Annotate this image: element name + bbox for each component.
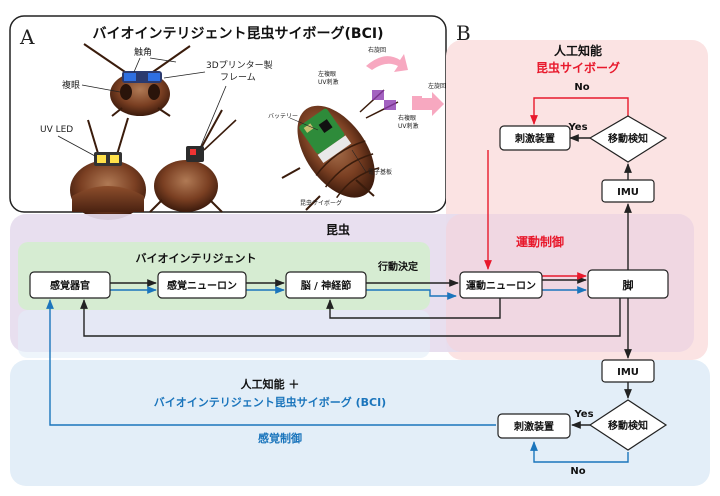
node-stimulator-bottom-label: 刺激装置 xyxy=(513,420,554,433)
label-antenna: 触角 xyxy=(134,46,152,58)
panel-a-letter: A xyxy=(19,25,35,49)
sensory-control-label: 感覚制御 xyxy=(258,431,302,445)
connectors xyxy=(46,97,632,463)
node-brain: 脳 / 神経節 xyxy=(285,271,367,299)
turn-right-arrow xyxy=(366,54,408,72)
yes-bottom-label: Yes xyxy=(573,409,593,420)
label-right-eye-uv-2: UV刺激 xyxy=(398,122,419,130)
ai-bottom-label-1: 人工知能 ＋ xyxy=(241,377,300,391)
node-stimulator-top: 刺激装置 xyxy=(499,125,571,151)
label-cyborg: 昆虫サイボーグ xyxy=(300,199,342,207)
ai-bottom-label-2: バイオインテリジェント昆虫サイボーグ (BCI) xyxy=(154,395,386,409)
node-motion-detect-bottom-label: 移動検知 xyxy=(608,419,648,432)
node-imu-bottom: IMU xyxy=(601,359,655,383)
panel-a: A バイオインテリジェント昆虫サイボーグ(BCI) 触角 複眼 3Dプリンター製… xyxy=(9,15,447,220)
node-sensory-organ: 感覚器官 xyxy=(29,271,111,299)
node-sensory-organ-label: 感覚器官 xyxy=(50,279,90,292)
label-compound-eye: 複眼 xyxy=(62,79,80,91)
label-left-eye-uv-1: 左複眼 xyxy=(318,70,336,78)
node-leg: 脚 xyxy=(587,269,669,299)
label-uv-led: UV LED xyxy=(40,125,73,135)
turn-left-arrow xyxy=(412,92,444,116)
node-motion-detect-top-label: 移動検知 xyxy=(608,132,648,145)
node-imu-bottom-label: IMU xyxy=(617,367,639,378)
node-brain-label: 脳 / 神経節 xyxy=(301,279,352,292)
node-stimulator-top-label: 刺激装置 xyxy=(514,132,555,145)
label-turn-right: 右旋回 xyxy=(368,46,386,54)
node-imu-top-label: IMU xyxy=(617,187,639,198)
label-left-eye-uv-2: UV刺激 xyxy=(318,78,339,86)
cockroach-cyborg-illustration xyxy=(281,89,399,211)
cockroach-side-illustration xyxy=(149,109,237,213)
insect-label: 昆虫 xyxy=(326,222,350,237)
label-battery: バッテリー xyxy=(268,113,298,120)
ai-top-label: 人工知能 xyxy=(554,43,602,58)
cockroach-back-illustration xyxy=(70,117,146,220)
node-sensory-neuron-label: 感覚ニューロン xyxy=(167,279,237,292)
yes-top-label: Yes xyxy=(567,122,587,133)
node-sensory-neuron: 感覚ニューロン xyxy=(157,271,247,299)
ai-region-bottom xyxy=(10,360,710,486)
panel-a-title: バイオインテリジェント昆虫サイボーグ(BCI) xyxy=(93,25,384,42)
node-motion-detect-top: 移動検知 xyxy=(588,115,668,163)
node-imu-top: IMU xyxy=(601,179,655,203)
label-printer-frame-2: フレーム xyxy=(220,72,256,83)
label-right-eye-uv-1: 右複眼 xyxy=(398,114,416,122)
no-top-label: No xyxy=(574,82,589,93)
label-circuit-board: 電子基板 xyxy=(368,168,392,176)
panel-b-letter: B xyxy=(456,21,471,45)
label-printer-frame-1: 3Dプリンター製 xyxy=(206,59,273,71)
node-motion-detect-bottom: 移動検知 xyxy=(588,399,668,451)
action-decision-label: 行動決定 xyxy=(377,260,418,273)
bio-intelligent-label: バイオインテリジェント xyxy=(136,252,257,265)
label-turn-left: 左旋回 xyxy=(428,82,446,90)
node-leg-label: 脚 xyxy=(623,278,634,292)
cockroach-head-illustration xyxy=(83,43,191,117)
ai-cyborg-label: 昆虫サイボーグ xyxy=(536,60,620,75)
node-motor-neuron-label: 運動ニューロン xyxy=(466,279,536,292)
node-motor-neuron: 運動ニューロン xyxy=(459,271,543,299)
no-bottom-label: No xyxy=(570,466,585,477)
node-stimulator-bottom: 刺激装置 xyxy=(497,413,571,439)
motion-control-label: 運動制御 xyxy=(516,234,564,249)
